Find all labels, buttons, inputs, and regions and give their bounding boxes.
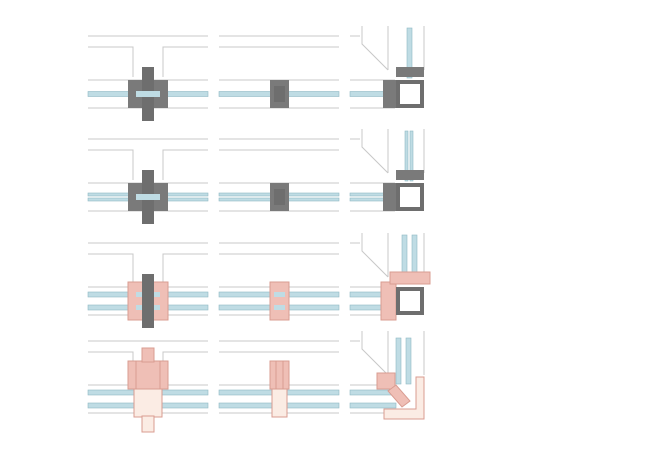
detail-mullion-cap	[87, 138, 209, 224]
detail-row-3	[87, 233, 431, 328]
outline-line	[162, 253, 208, 284]
glass-gasket	[274, 292, 285, 297]
timber-fin-tip	[141, 347, 155, 363]
glazing-corner-vertical	[404, 130, 414, 182]
glazing-corner-vertical	[406, 27, 413, 79]
detail-mullion-small	[218, 138, 340, 212]
outline-line	[88, 149, 134, 180]
glass-pane	[349, 402, 397, 409]
outline-line	[88, 351, 134, 382]
steel-mullion-small	[270, 80, 289, 108]
steel-corner-post	[383, 67, 424, 108]
corner-outline	[350, 331, 425, 414]
timber-diagonal	[387, 384, 411, 408]
detail-mullion-small	[218, 242, 340, 321]
outline-line	[361, 233, 389, 278]
outline-line	[162, 46, 208, 77]
timber-corner-block	[376, 372, 396, 390]
steel-mullion	[128, 170, 168, 224]
outline-line	[88, 253, 134, 284]
glazing-corner-vertical	[395, 337, 412, 385]
detail-mullion-cap	[87, 242, 209, 328]
detail-row-2	[87, 129, 425, 224]
glass-pane	[409, 130, 414, 182]
outline-line	[88, 46, 134, 77]
post-box-hollow	[400, 84, 420, 104]
thermal-frame-left	[380, 281, 397, 321]
post-flange-top	[396, 67, 424, 77]
outline-line	[162, 351, 208, 382]
outline-line	[361, 331, 389, 376]
thermal-frame	[269, 281, 290, 321]
detail-mullion-small	[218, 340, 340, 418]
corner-outline	[350, 233, 425, 316]
post-flange-left	[383, 80, 396, 108]
wall-outline	[219, 242, 339, 316]
timber-fin	[269, 360, 290, 390]
detail-row-4	[87, 331, 425, 433]
timber-corner-post	[376, 372, 425, 420]
detail-row-1	[87, 26, 425, 121]
steel-mullion-small	[270, 183, 289, 211]
glass-pane	[395, 337, 402, 385]
insulation-corner	[383, 376, 425, 420]
detail-mullion-cap	[87, 340, 209, 433]
glass-gasket	[136, 91, 160, 97]
insulation-block	[133, 388, 163, 418]
outline-line	[361, 26, 389, 71]
glass-pane	[404, 130, 409, 182]
timber-mullion	[127, 347, 169, 433]
glass-pane	[405, 337, 412, 385]
thermal-mullion	[127, 274, 169, 328]
glass-gasket	[274, 305, 285, 310]
post-flange-top	[396, 170, 424, 180]
mullion-core	[274, 86, 285, 102]
insulation-stem	[141, 415, 155, 433]
post-box-hollow	[400, 187, 420, 207]
outline-line	[162, 149, 208, 180]
glass-pane	[406, 27, 413, 79]
insulation-block	[271, 388, 288, 418]
detail-corner	[349, 331, 425, 420]
mullion-spine	[142, 274, 154, 328]
steel-mullion	[128, 67, 168, 121]
thermal-corner-post	[380, 271, 431, 321]
outline-line	[361, 129, 389, 174]
timber-fin	[127, 360, 169, 390]
glass-gasket	[136, 194, 160, 200]
timber-mullion-small	[269, 360, 290, 418]
steel-corner-post	[383, 170, 424, 211]
detail-corner	[349, 129, 425, 212]
detail-mullion-small	[218, 35, 340, 109]
detail-corner	[349, 233, 431, 321]
thermal-frame-top	[389, 271, 431, 285]
post-box-hollow	[400, 291, 420, 311]
detail-mullion-cap	[87, 35, 209, 121]
mullion-core	[274, 189, 285, 205]
thermal-mullion-small	[269, 281, 290, 321]
post-flange-left	[383, 183, 396, 211]
detail-corner	[349, 26, 425, 109]
